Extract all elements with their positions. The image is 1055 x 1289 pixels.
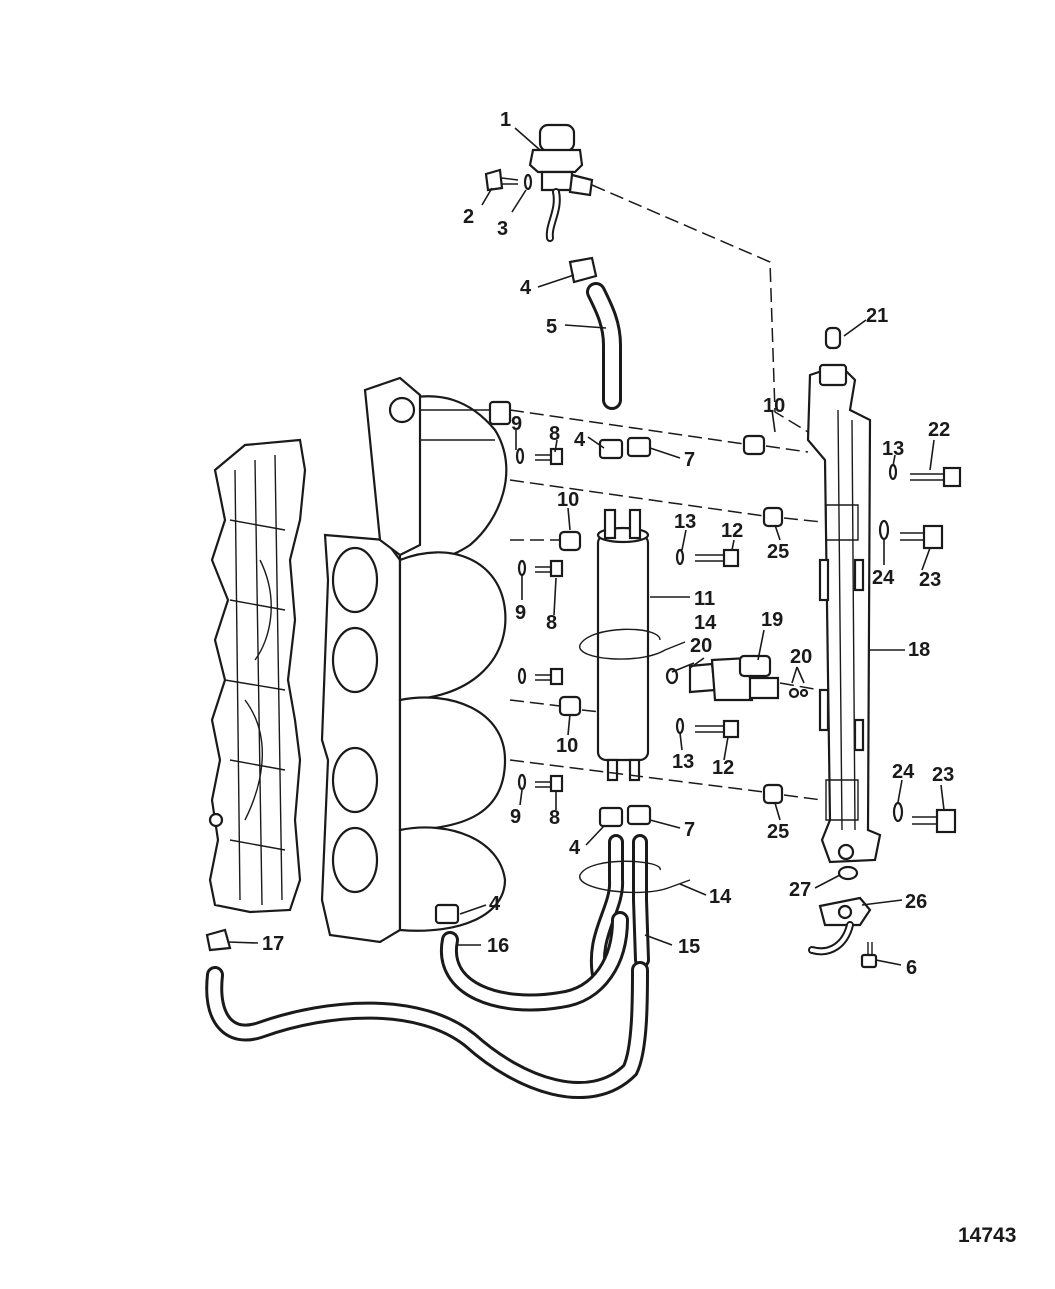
callout: 16	[487, 935, 509, 957]
callout: 7	[684, 819, 695, 841]
callout: 26	[905, 891, 927, 913]
callout: 22	[928, 419, 950, 441]
bolts-22-23	[878, 463, 962, 834]
callout: 6	[906, 957, 917, 979]
callout-labels: 1 2 3 4 5 21 10 13 22 9 8 4 7 10 25 13 1…	[262, 109, 954, 979]
callout: 25	[767, 821, 789, 843]
hose-15	[579, 834, 691, 988]
bolts-12	[675, 548, 740, 739]
callout: 27	[789, 879, 811, 901]
callout: 20	[790, 646, 812, 668]
callout: 21	[866, 305, 888, 327]
callout: 5	[546, 316, 557, 338]
callout: 2	[463, 206, 474, 228]
callout: 11	[694, 588, 715, 610]
hose-16	[434, 903, 629, 1012]
callout: 4	[520, 277, 532, 299]
callout: 12	[721, 520, 743, 542]
callout: 3	[497, 218, 508, 240]
cylinder-block	[208, 438, 307, 914]
callout: 4	[489, 893, 501, 915]
hose-5	[568, 256, 622, 410]
callout: 25	[767, 541, 789, 563]
callout: 19	[761, 609, 783, 631]
callout: 14	[709, 886, 732, 908]
callout: 10	[763, 395, 785, 417]
callout: 15	[678, 936, 700, 958]
callout: 13	[672, 751, 694, 773]
fuel-pressure-regulator	[484, 123, 594, 242]
assembly-lines	[509, 184, 823, 801]
fuel-filter-11	[579, 436, 686, 828]
callout: 1	[500, 109, 511, 131]
callout: 12	[712, 757, 734, 779]
fuel-rail-18	[806, 326, 882, 864]
callout: 8	[549, 423, 560, 445]
callout: 18	[908, 639, 930, 661]
callout: 23	[919, 569, 941, 591]
callout: 10	[557, 489, 579, 511]
figure-number: 14743	[958, 1224, 1016, 1247]
callout: 14	[694, 612, 717, 634]
callout: 4	[569, 837, 581, 859]
callout: 8	[549, 807, 560, 829]
callout: 13	[674, 511, 696, 533]
callout: 4	[574, 429, 586, 451]
callout: 24	[892, 761, 915, 783]
hose-17	[205, 928, 649, 1099]
intake-manifold	[320, 376, 512, 944]
callout: 7	[684, 449, 695, 471]
bushings-25	[762, 506, 784, 805]
screws-8	[515, 447, 564, 793]
callout: 20	[690, 635, 712, 657]
callout: 9	[510, 806, 521, 828]
leader-lines	[227, 127, 945, 966]
bushings-10	[558, 434, 766, 717]
callout: 24	[872, 567, 895, 589]
fuel-injector-19	[665, 654, 809, 702]
callout: 9	[511, 413, 522, 435]
callout: 17	[262, 933, 284, 955]
fitting-26	[808, 865, 878, 969]
callout: 8	[546, 612, 557, 634]
callout: 13	[882, 438, 904, 460]
callout: 23	[932, 764, 954, 786]
callout: 9	[515, 602, 526, 624]
callout: 10	[556, 735, 578, 757]
